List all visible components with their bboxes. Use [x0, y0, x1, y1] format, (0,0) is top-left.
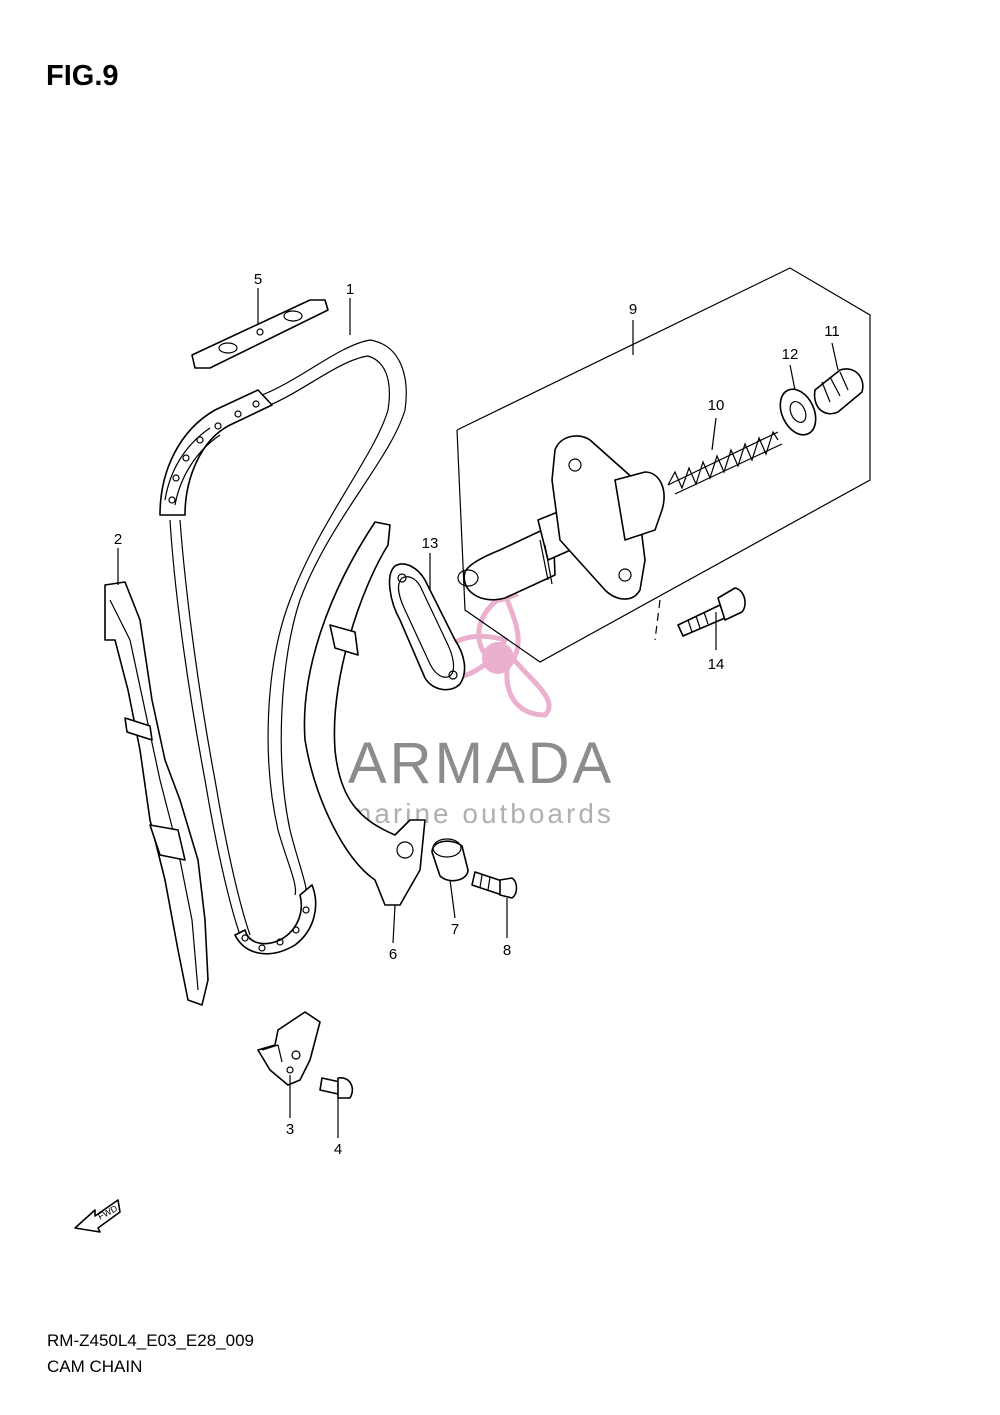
section-name: CAM CHAIN [47, 1357, 143, 1376]
part-5-guide-plate [191, 299, 329, 369]
callout-5: 5 [254, 271, 262, 288]
figure-title: FIG.9 [46, 60, 119, 92]
part-14-bolt [654, 587, 746, 641]
callout-1: 1 [346, 281, 354, 298]
callout-10: 10 [708, 397, 725, 414]
part-1-cam-chain [159, 339, 407, 955]
callout-11: 11 [824, 323, 840, 340]
callout-12: 12 [782, 346, 799, 363]
fwd-direction-icon: FWD [74, 1199, 121, 1233]
part-6-tensioner-arm [303, 521, 426, 906]
callout-13: 13 [422, 535, 439, 552]
part-8-bolt [471, 871, 518, 899]
watermark-tagline: marine outboards [348, 798, 614, 829]
part-13-gasket [388, 563, 466, 691]
callout-4: 4 [334, 1141, 342, 1158]
part-11-cap-bolt [813, 368, 864, 415]
part-12-washer [779, 388, 817, 436]
part-10-spring [667, 430, 783, 495]
part-2-chain-guide [104, 581, 209, 1006]
callout-14: 14 [708, 656, 725, 673]
drawing-code: RM-Z450L4_E03_E28_009 [47, 1331, 254, 1350]
callout-9: 9 [629, 301, 637, 318]
part-7-collar [431, 838, 469, 882]
part-3-bracket [257, 1011, 321, 1086]
leader-lines [117, 288, 839, 1138]
watermark-brand: ARMADA [348, 731, 614, 796]
callout-2: 2 [114, 531, 122, 548]
callout-7: 7 [451, 921, 459, 938]
callout-6: 6 [389, 946, 397, 963]
part-4-bolt [319, 1077, 354, 1099]
callout-3: 3 [286, 1121, 294, 1138]
part-9-tensioner-body [457, 435, 665, 601]
part-9-tensioner-assembly-box [456, 267, 871, 663]
callout-8: 8 [503, 942, 511, 959]
